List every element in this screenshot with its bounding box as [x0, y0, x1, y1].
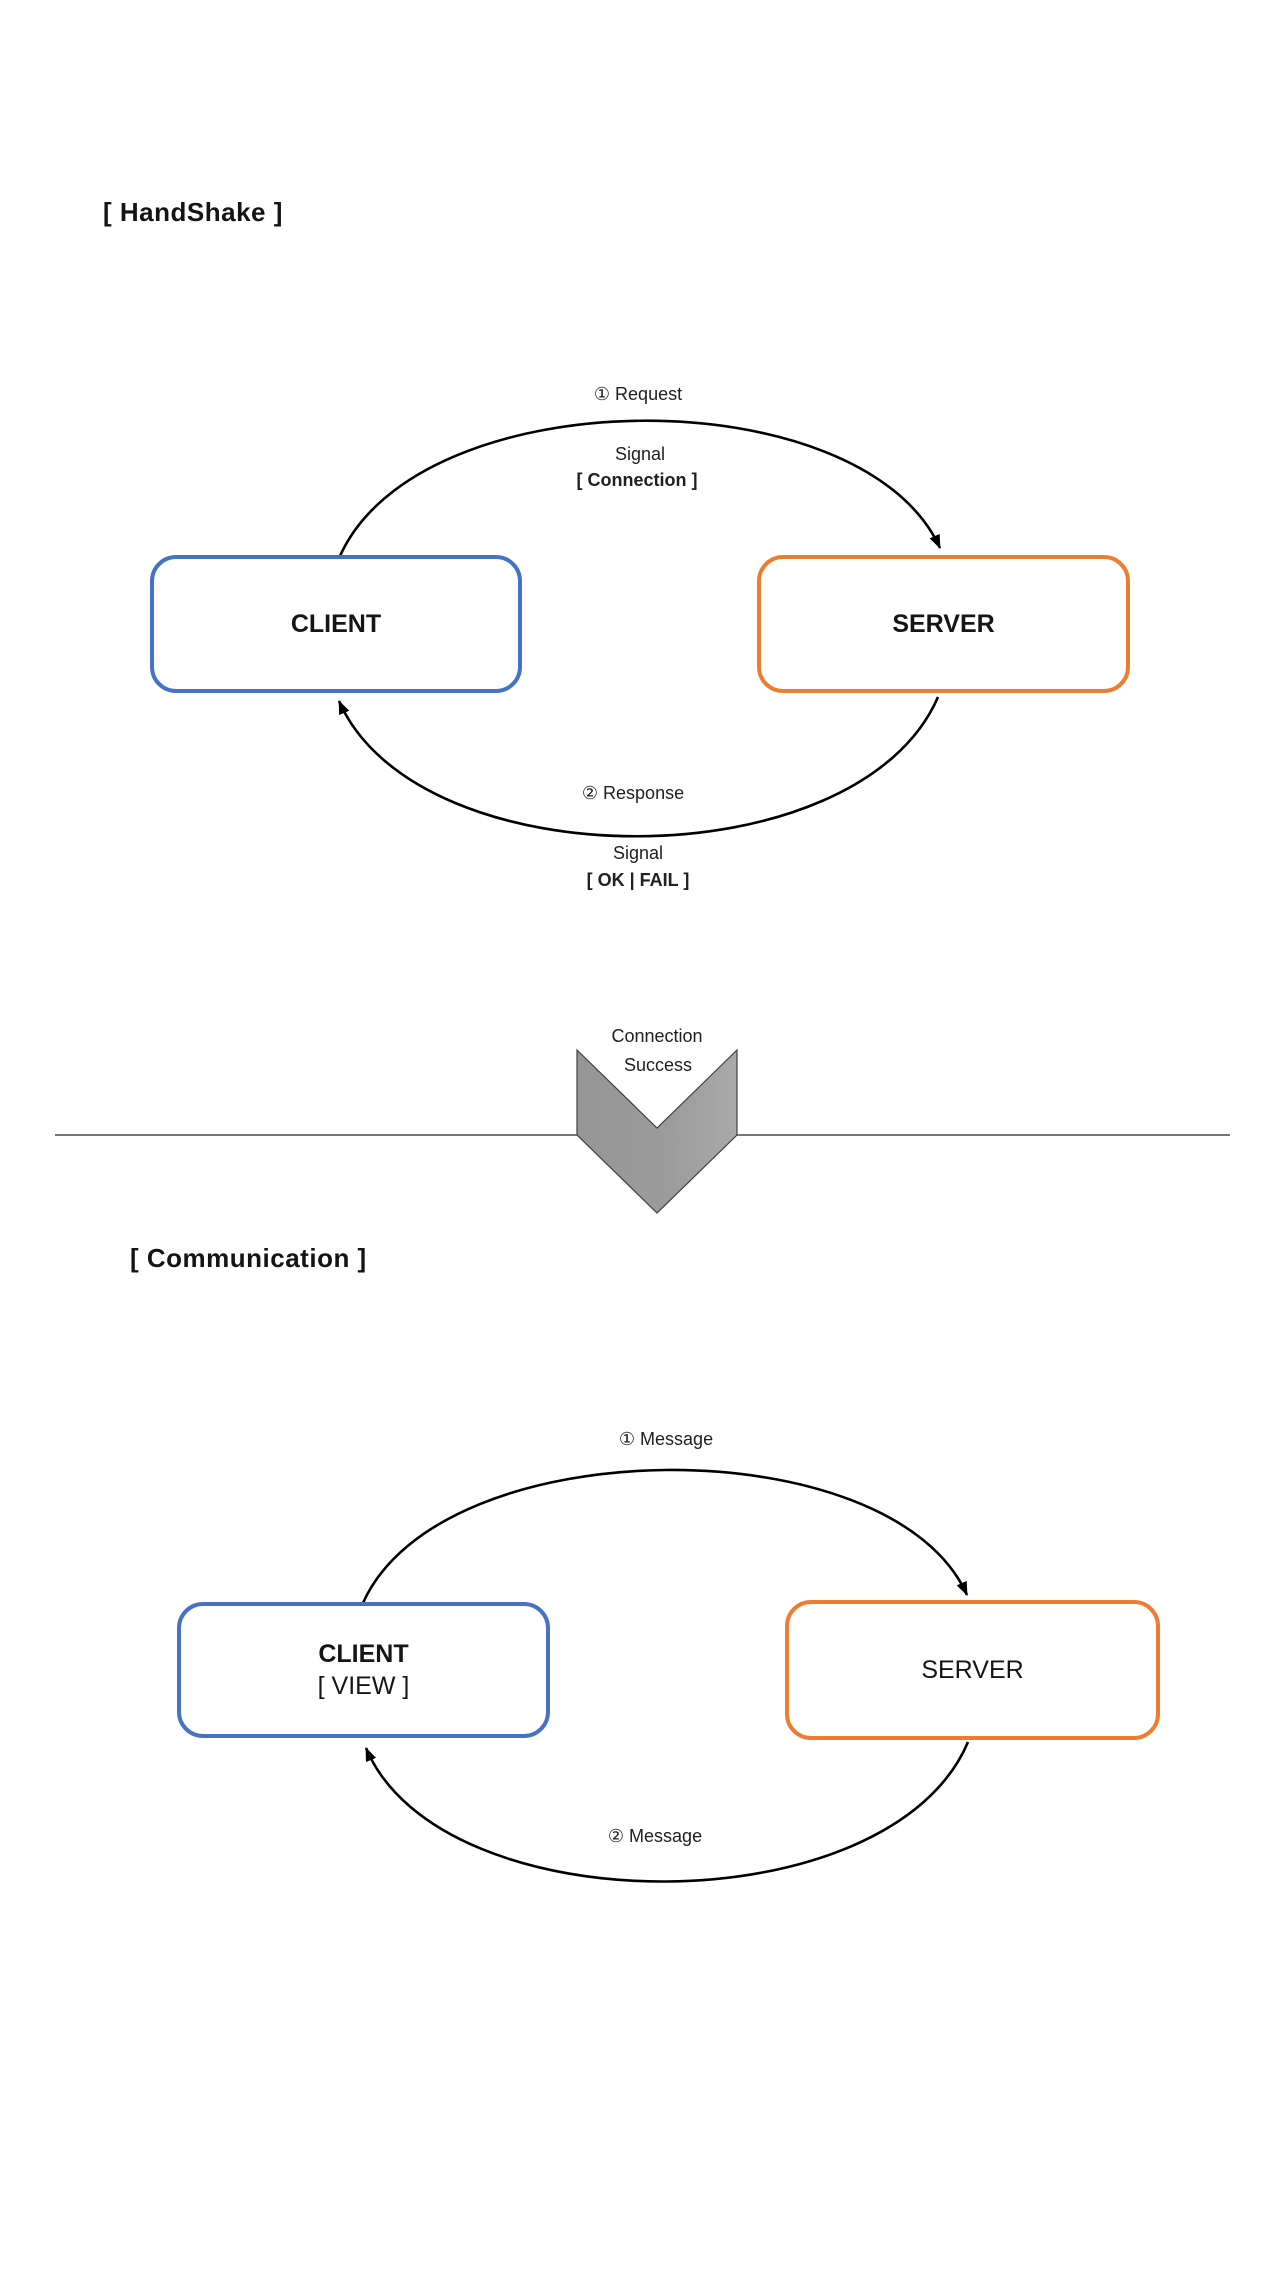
handshake-server-label: SERVER: [892, 609, 995, 638]
communication-message1-arc-arrow: [361, 1468, 969, 1604]
communication-message1-label: ① Message: [618, 1429, 714, 1449]
transition-text-line2: Success: [623, 1055, 693, 1075]
handshake-request-signal-title: Signal: [614, 444, 666, 464]
handshake-response-label: ② Response: [581, 783, 685, 803]
handshake-response-signal-value: [ OK | FAIL ]: [586, 870, 690, 890]
communication-message2-arc-arrow: [364, 1741, 970, 1883]
handshake-server-box: SERVER: [757, 555, 1130, 693]
communication-section-title: [ Communication ]: [130, 1243, 367, 1273]
communication-message2-label: ② Message: [607, 1826, 703, 1846]
communication-client-box: CLIENT [ VIEW ]: [177, 1602, 550, 1738]
handshake-response-arc-arrow: [337, 696, 940, 838]
communication-client-sublabel: [ VIEW ]: [317, 1672, 410, 1700]
communication-server-label: SERVER: [921, 1655, 1024, 1684]
handshake-section-title: [ HandShake ]: [103, 197, 283, 227]
handshake-response-signal-title: Signal: [612, 843, 664, 863]
handshake-client-box: CLIENT: [150, 555, 522, 693]
handshake-client-label: CLIENT: [290, 609, 382, 638]
transition-text-line1: Connection: [611, 1026, 703, 1046]
handshake-request-label: ① Request: [593, 384, 683, 404]
communication-server-box: SERVER: [785, 1600, 1160, 1740]
communication-client-label: CLIENT: [318, 1639, 409, 1668]
handshake-request-signal-value: [ Connection ]: [576, 470, 698, 490]
